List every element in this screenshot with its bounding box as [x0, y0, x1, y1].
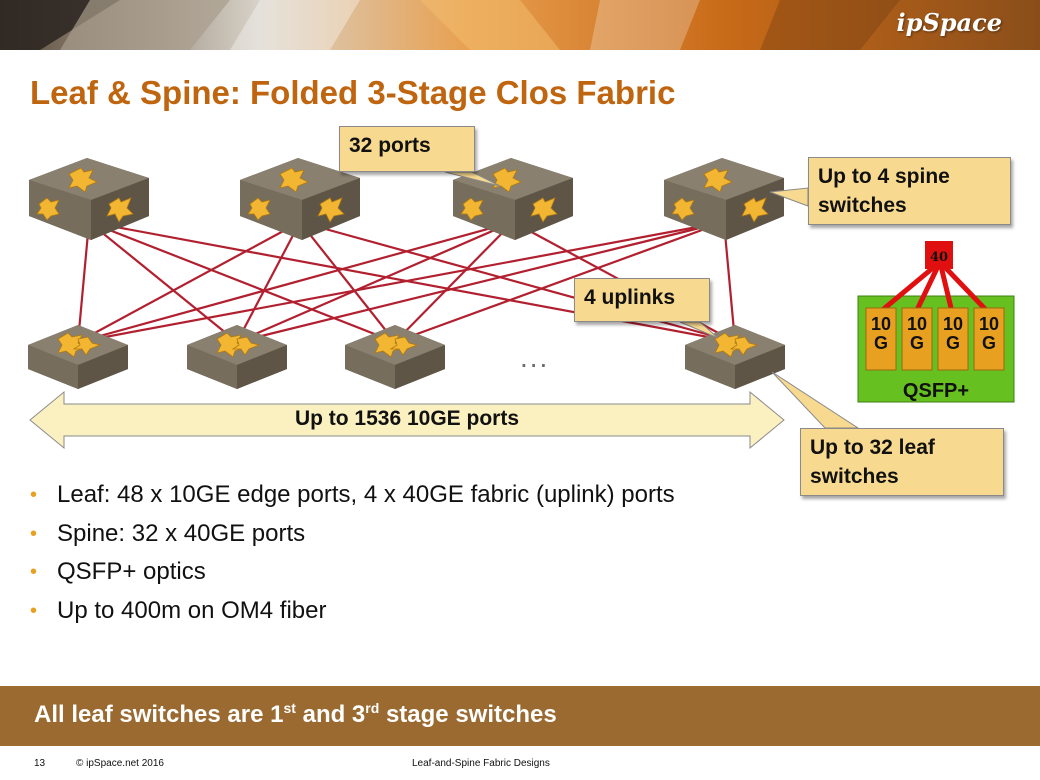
- fabric-link: [394, 221, 514, 343]
- bullet-dot: •: [30, 561, 38, 583]
- fabric-link: [236, 221, 301, 343]
- list-item: •Leaf: 48 x 10GE edge ports, 4 x 40GE fa…: [30, 481, 675, 508]
- qsfp-lane: [865, 307, 897, 371]
- list-item: •Spine: 32 x 40GE ports: [30, 519, 306, 547]
- callout-leaf-count: Up to 32 leaf switches: [800, 428, 1004, 496]
- callout-pointer: [444, 171, 501, 187]
- qsfp-lane-label: G: [910, 333, 924, 353]
- callout-spine-count: Up to 4 spine switches: [808, 157, 1011, 225]
- fabric-link: [77, 220, 514, 344]
- summary-text: All leaf switches are 1st and 3rd stage …: [34, 700, 557, 728]
- callout-32-ports: 32 ports: [339, 126, 475, 172]
- brand-logo: ipSpace: [896, 8, 1002, 37]
- slide-title: Leaf & Spine: Folded 3-Stage Clos Fabric: [30, 74, 676, 111]
- header-banner: ipSpace: [0, 0, 1040, 50]
- qsfp-lane: [937, 307, 969, 371]
- fabric-link: [88, 221, 238, 343]
- fabric-link: [77, 221, 301, 343]
- banner-graphic: [0, 0, 1040, 50]
- qsfp-lane-label: 10: [871, 314, 891, 334]
- summary-bar: [0, 686, 1040, 746]
- bullet-dot: •: [30, 522, 38, 545]
- port-span-arrow: [29, 390, 785, 450]
- bullet-dot: •: [30, 484, 38, 506]
- more-leaves-ellipsis: ...: [520, 342, 550, 373]
- fabric-link: [394, 220, 725, 344]
- list-item: •QSFP+ optics: [30, 558, 206, 585]
- fabric-link: [299, 220, 736, 344]
- aggregate-40g-box: [925, 241, 953, 269]
- aggregate-40g-label: 40: [930, 250, 948, 265]
- callout-pointer: [771, 371, 860, 429]
- slide-number: 13: [34, 758, 46, 769]
- qsfp-lane-label: 10: [979, 314, 999, 334]
- fabric-link: [236, 220, 725, 344]
- qsfp-lane-label: G: [982, 333, 996, 353]
- fabric-link: [88, 220, 396, 344]
- leaf-switch-icon: [345, 325, 445, 389]
- port-span-label: Up to 1536 10GE ports: [294, 407, 520, 430]
- qsfp-lane: [901, 307, 933, 371]
- fabric-link: [88, 220, 736, 344]
- qsfp-lane-label: G: [946, 333, 960, 353]
- qsfp-label: QSFP+: [902, 380, 970, 402]
- qsfp-lane-label: 10: [907, 314, 927, 334]
- bullet-dot: •: [30, 599, 38, 622]
- leaf-switch-icon: [187, 325, 287, 389]
- list-item: •Up to 400m on OM4 fiber: [30, 596, 327, 624]
- copyright: © ipSpace.net 2016: [76, 758, 164, 769]
- qsfp-lane-label: 10: [943, 314, 963, 334]
- qsfp-lane: [973, 307, 1005, 371]
- spine-switch-icon: [29, 158, 149, 240]
- deck-title: Leaf-and-Spine Fabric Designs: [412, 758, 550, 769]
- bullet-list: •Leaf: 48 x 10GE edge ports, 4 x 40GE fa…: [30, 480, 675, 634]
- callout-4-uplinks: 4 uplinks: [574, 278, 710, 322]
- fabric-link: [236, 220, 514, 344]
- qsfp-lane-label: G: [874, 333, 888, 353]
- callout-pointer: [679, 321, 719, 339]
- fabric-link: [77, 220, 725, 344]
- fabric-link: [76, 221, 91, 343]
- qsfp-fanout-lines: [878, 260, 990, 314]
- spine-switch-icon: [664, 158, 784, 240]
- fabric-link: [722, 221, 737, 343]
- fabric-link: [299, 221, 396, 343]
